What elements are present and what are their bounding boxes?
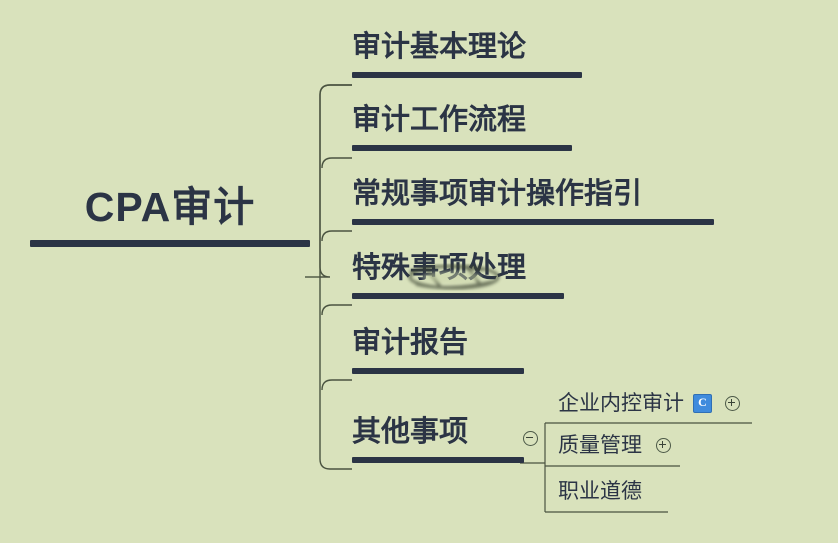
subbranch-label-2: 质量管理 (558, 434, 642, 457)
root-node-label: CPA审计 (84, 184, 256, 230)
branch-label-6: 其他事项 (352, 416, 469, 448)
subbranch-node-1[interactable]: 企业内控审计 C (558, 392, 740, 415)
branch-node-4[interactable]: 特殊事项处理 (338, 252, 564, 299)
collapse-toggle-other-items[interactable] (523, 431, 538, 446)
branch-label-5: 审计报告 (352, 327, 469, 359)
branch-node-1[interactable]: 审计基本理论 (338, 31, 582, 78)
branch-underline-2 (352, 144, 572, 151)
branch-underline-3 (352, 218, 714, 225)
subbranch-label-3: 职业道德 (558, 480, 642, 503)
expand-toggle-quality-management[interactable] (656, 438, 671, 454)
comment-badge-c-icon[interactable]: C (693, 394, 712, 414)
branch-node-2[interactable]: 审计工作流程 (338, 104, 572, 151)
branch-underline-5 (352, 367, 524, 374)
minus-circle-icon (523, 431, 538, 446)
root-node[interactable]: CPA审计 (30, 184, 310, 248)
branch-label-3: 常规事项审计操作指引 (352, 178, 643, 210)
branch-label-4: 特殊事项处理 (352, 252, 527, 284)
branch-node-5[interactable]: 审计报告 (338, 327, 524, 374)
expand-toggle-enterprise-internal-control[interactable] (725, 396, 740, 412)
subbranch-label-1: 企业内控审计 (558, 392, 684, 415)
subbranch-node-2[interactable]: 质量管理 (558, 434, 671, 457)
branch-node-3[interactable]: 常规事项审计操作指引 (338, 178, 714, 225)
branch-underline-1 (352, 71, 582, 78)
branch-label-1: 审计基本理论 (352, 31, 527, 63)
branch-underline-6 (352, 456, 524, 463)
branch-node-6[interactable]: 其他事项 (338, 416, 524, 463)
root-node-underline (30, 240, 310, 248)
subbranch-node-3[interactable]: 职业道德 (558, 480, 642, 503)
branch-label-2: 审计工作流程 (352, 104, 527, 136)
branch-underline-4 (352, 292, 564, 299)
